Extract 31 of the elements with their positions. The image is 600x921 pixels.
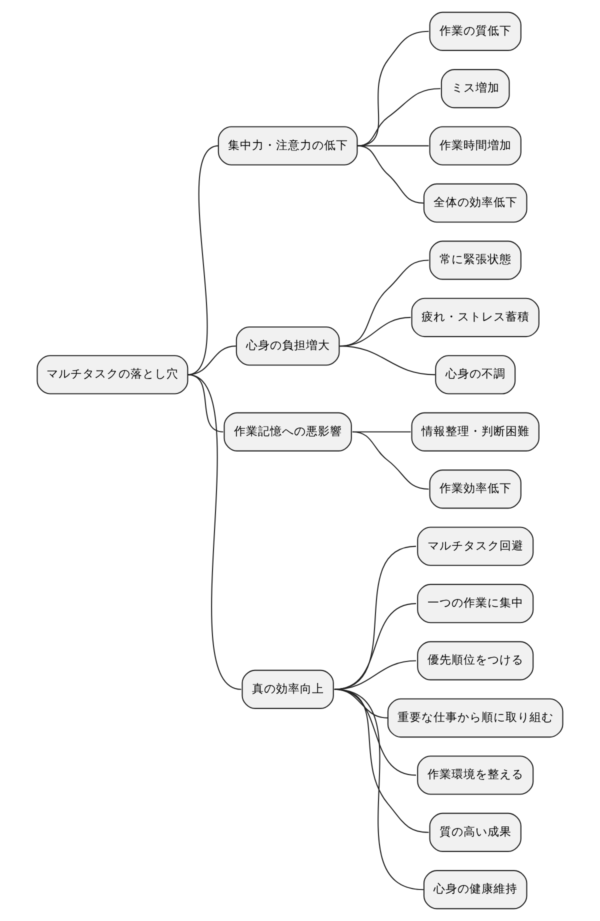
node-box: 作業の質低下: [429, 12, 522, 51]
node-box: 優先順位をつける: [417, 641, 534, 680]
node-box: 作業環境を整える: [417, 756, 534, 795]
node-box: 集中力・注意力の低下: [218, 126, 358, 166]
connector: [334, 660, 416, 690]
node-box: ミス増加: [440, 69, 510, 108]
node-box: 常に緊張状態: [429, 240, 522, 280]
node-box: 作業時間増加: [429, 126, 522, 166]
node-box: マルチタスクの落とし穴: [36, 355, 188, 394]
node-box: 一つの作業に集中: [417, 584, 534, 624]
connector: [340, 346, 436, 376]
connector: [334, 546, 416, 690]
node-box: 心身の負担増大: [236, 326, 340, 366]
node-box: 重要な仕事から順に取り組む: [387, 698, 564, 738]
node-box: 心身の不調: [435, 355, 516, 394]
node-box: 作業記憶への悪影響: [224, 412, 352, 452]
node-box: 情報整理・判断困難: [411, 412, 540, 452]
node-box: マルチタスク回避: [417, 526, 534, 566]
connector: [188, 346, 236, 376]
node-box: 質の高い成果: [429, 812, 522, 852]
node-box: 全体の効率低下: [423, 183, 528, 223]
connector: [352, 431, 429, 490]
node-box: 真の効率向上: [242, 670, 334, 709]
connector: [357, 145, 424, 204]
connector: [187, 374, 242, 690]
connector: [357, 88, 440, 146]
node-box: 心身の健康維持: [423, 870, 528, 910]
node-box: 疲れ・ストレス蓄積: [411, 298, 540, 338]
node-box: 作業効率低下: [429, 470, 522, 509]
connector: [334, 603, 416, 690]
connector: [334, 688, 424, 890]
